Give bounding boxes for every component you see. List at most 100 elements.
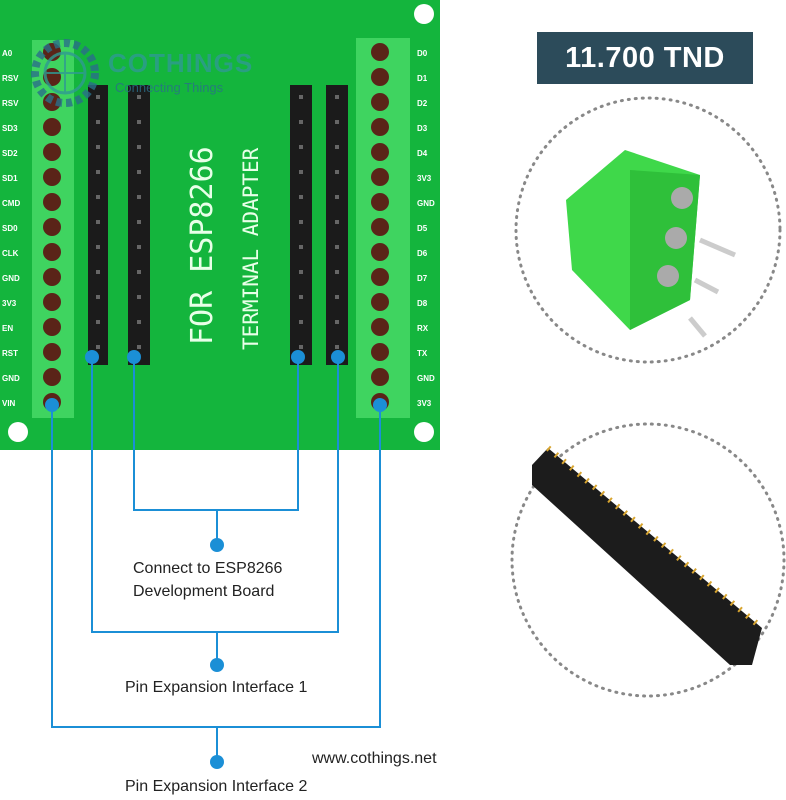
female-header [290, 85, 312, 365]
annotation-dots [45, 350, 387, 769]
screw-terminal [371, 168, 389, 186]
header-socket [137, 295, 141, 299]
pin-label: D4 [417, 149, 428, 158]
screw-terminal [371, 43, 389, 61]
header-socket [96, 145, 100, 149]
pin-label: D8 [417, 299, 428, 308]
terminal-block-image [566, 150, 736, 338]
header-socket [335, 145, 339, 149]
pin-label: D6 [417, 249, 428, 258]
header-socket [96, 220, 100, 224]
logo-tagline: Connecting Things [115, 80, 224, 95]
female-header [326, 85, 348, 365]
pin-label: GND [2, 274, 20, 283]
screw-terminal [43, 143, 61, 161]
header-socket [299, 220, 303, 224]
screw-terminal [371, 143, 389, 161]
screw-terminal [43, 268, 61, 286]
header-socket [96, 120, 100, 124]
header-socket [299, 120, 303, 124]
pin-label: RSV [2, 74, 19, 83]
screw-terminal [371, 218, 389, 236]
header-socket [96, 195, 100, 199]
pin-label: CMD [2, 199, 20, 208]
header-socket [299, 295, 303, 299]
header-socket [299, 320, 303, 324]
header-socket [96, 295, 100, 299]
pin-label: VIN [2, 399, 16, 408]
header-socket [137, 320, 141, 324]
pin-label: SD1 [2, 174, 18, 183]
pin-label: D1 [417, 74, 428, 83]
header-socket [335, 245, 339, 249]
header-socket [137, 270, 141, 274]
terminal-block-circle [514, 96, 782, 364]
pin-label: RX [417, 324, 429, 333]
header-socket [137, 95, 141, 99]
header-socket [335, 120, 339, 124]
header-socket [335, 170, 339, 174]
pin-label: GND [417, 374, 435, 383]
pin-label: D0 [417, 49, 428, 58]
pin-header-image [532, 445, 764, 665]
header-socket [96, 95, 100, 99]
pin-label: CLK [2, 249, 19, 258]
board-subtitle: TERMINAL ADAPTER [239, 147, 263, 350]
header-socket [299, 345, 303, 349]
logo-name: COTHINGS [108, 48, 254, 78]
screw-terminal [371, 93, 389, 111]
annotation-expansion-1: Pin Expansion Interface 1 [125, 679, 308, 696]
header-socket [335, 220, 339, 224]
mount-hole [414, 422, 434, 442]
header-socket [299, 245, 303, 249]
pin-label: A0 [2, 49, 13, 58]
pin-label: D3 [417, 124, 428, 133]
pin-label: SD0 [2, 224, 18, 233]
pin-label: SD2 [2, 149, 18, 158]
header-socket [299, 170, 303, 174]
pin-label: RSV [2, 99, 19, 108]
screw-terminal [43, 168, 61, 186]
pin-label: 3V3 [2, 299, 17, 308]
screw-terminal [371, 268, 389, 286]
pin-label: TX [417, 349, 428, 358]
screw-terminal [43, 243, 61, 261]
screw-terminal [371, 118, 389, 136]
screw-terminal [371, 368, 389, 386]
pin-label: D7 [417, 274, 428, 283]
header-socket [335, 195, 339, 199]
screw-terminal [43, 293, 61, 311]
screw-terminal [371, 293, 389, 311]
pin-label: GND [2, 374, 20, 383]
header-socket [96, 270, 100, 274]
header-socket [137, 220, 141, 224]
board-title: FOR ESP8266 [185, 146, 220, 345]
header-socket [96, 320, 100, 324]
header-socket [137, 120, 141, 124]
screw-terminal [371, 318, 389, 336]
pin-header-circle [510, 422, 786, 698]
screw-terminal [43, 318, 61, 336]
pin-label: EN [2, 324, 13, 333]
screw-terminal [43, 193, 61, 211]
header-socket [335, 320, 339, 324]
screw-terminal [371, 68, 389, 86]
header-socket [137, 170, 141, 174]
globe-gear-icon [31, 39, 99, 107]
pin-label: SD3 [2, 124, 18, 133]
pin-label: 3V3 [417, 399, 432, 408]
header-socket [335, 95, 339, 99]
header-socket [137, 345, 141, 349]
pin-label: D2 [417, 99, 428, 108]
annotation-expansion-2: Pin Expansion Interface 2 [125, 778, 308, 795]
annotation-text: Development Board [133, 583, 275, 600]
header-socket [299, 145, 303, 149]
header-socket [96, 170, 100, 174]
female-header [128, 85, 150, 365]
website-link[interactable]: www.cothings.net [312, 750, 437, 767]
header-socket [299, 270, 303, 274]
header-socket [335, 270, 339, 274]
pin-label: GND [417, 199, 435, 208]
